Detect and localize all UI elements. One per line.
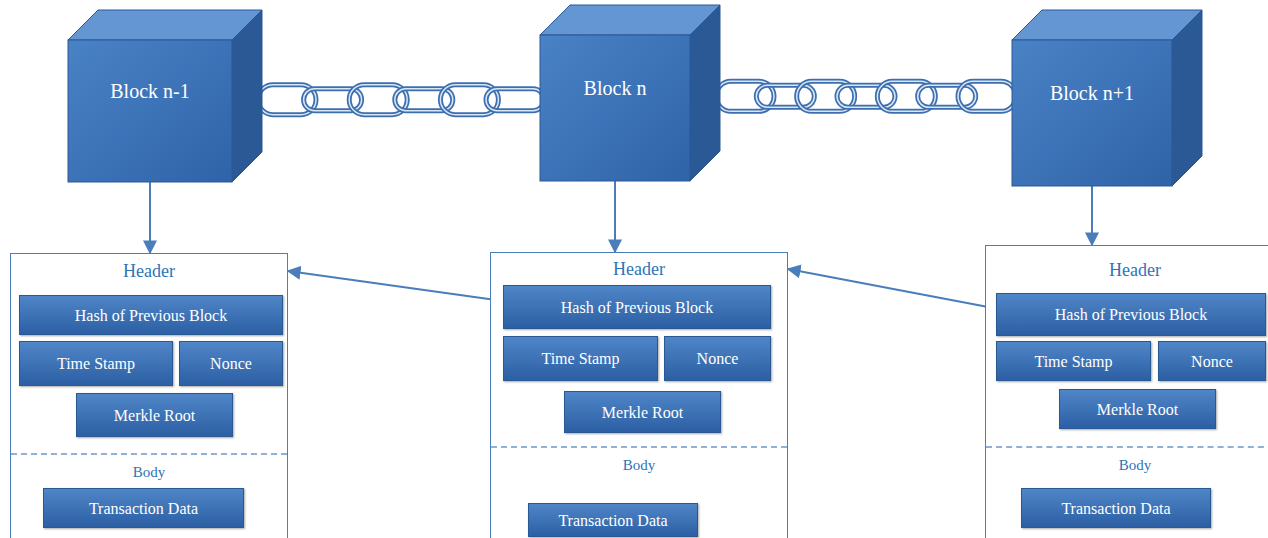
section-divider	[11, 453, 287, 455]
field-box: Time Stamp	[19, 341, 173, 386]
section-divider	[986, 446, 1268, 448]
body-heading: Body	[986, 456, 1268, 474]
body-heading: Body	[11, 463, 287, 481]
field-label: Time Stamp	[541, 349, 619, 368]
section-divider	[491, 446, 787, 448]
cube-top	[68, 10, 262, 40]
header-heading: Header	[491, 259, 787, 279]
header-heading: Header	[11, 261, 287, 281]
field-label: Nonce	[1191, 352, 1233, 371]
field-label: Hash of Previous Block	[1055, 305, 1207, 324]
block-label: Block n+1	[1012, 40, 1172, 146]
block-structure-panel: HeaderBody Hash of Previous BlockTime Sta…	[985, 245, 1268, 538]
cube-top	[540, 5, 720, 35]
pointer-arrow	[288, 271, 503, 301]
field-label: Hash of Previous Block	[561, 298, 713, 317]
cube-top	[1012, 10, 1202, 40]
field-label: Hash of Previous Block	[75, 306, 227, 325]
field-box: Time Stamp	[996, 341, 1151, 381]
body-heading: Body	[491, 456, 787, 474]
block-structure-panel: HeaderBody Hash of Previous BlockTime Sta…	[490, 252, 788, 538]
field-label: Merkle Root	[1097, 400, 1178, 419]
cube-front	[540, 35, 690, 181]
field-label: Time Stamp	[1034, 352, 1112, 371]
block-cube: Block n	[540, 5, 720, 181]
pointer-arrow	[788, 269, 996, 309]
cube-front	[1012, 40, 1172, 186]
block-cube: Block n+1	[1012, 10, 1202, 186]
field-box: Hash of Previous Block	[19, 295, 283, 335]
field-label: Time Stamp	[57, 354, 135, 373]
block-label: Block n	[540, 35, 690, 141]
cube-side	[232, 10, 262, 182]
field-label: Merkle Root	[602, 403, 683, 422]
field-box: Transaction Data	[1021, 488, 1211, 528]
field-label: Transaction Data	[89, 499, 198, 518]
header-heading: Header	[986, 260, 1268, 280]
field-label: Transaction Data	[1061, 499, 1170, 518]
block-structure-panel: HeaderBody Hash of Previous BlockTime Sta…	[10, 253, 288, 538]
pointer-arrow	[1091, 186, 1093, 245]
field-box: Transaction Data	[528, 503, 698, 537]
cube-side	[1172, 10, 1202, 186]
chain-link	[716, 81, 1016, 111]
chain-link	[258, 85, 544, 115]
field-label: Nonce	[210, 354, 252, 373]
field-box: Nonce	[664, 336, 771, 381]
block-cube: Block n-1	[68, 10, 262, 182]
cube-front	[68, 40, 232, 182]
field-label: Merkle Root	[114, 406, 195, 425]
field-box: Merkle Root	[564, 391, 721, 433]
field-box: Merkle Root	[1059, 389, 1216, 429]
cube-side	[690, 5, 720, 181]
field-box: Nonce	[179, 341, 283, 386]
field-box: Merkle Root	[76, 393, 233, 437]
field-box: Transaction Data	[43, 488, 244, 528]
field-label: Nonce	[697, 349, 739, 368]
block-label: Block n-1	[68, 40, 232, 142]
pointer-arrow	[149, 182, 151, 253]
field-label: Transaction Data	[558, 511, 667, 530]
field-box: Hash of Previous Block	[503, 285, 771, 329]
field-box: Nonce	[1158, 341, 1266, 381]
field-box: Hash of Previous Block	[996, 293, 1266, 336]
field-box: Time Stamp	[503, 336, 658, 381]
pointer-arrow	[614, 181, 616, 252]
